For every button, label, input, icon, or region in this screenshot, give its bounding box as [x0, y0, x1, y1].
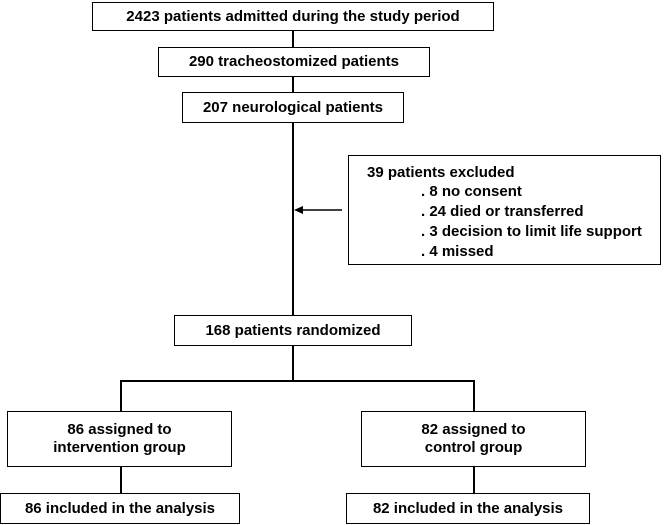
control-group-box: 82 assigned to control group	[361, 411, 586, 467]
neurological-text: 207 neurological patients	[202, 98, 384, 116]
neurological-box: 207 neurological patients	[182, 92, 404, 123]
intervention-analysis-box: 86 included in the analysis	[0, 493, 240, 524]
connector-split-horizontal	[120, 380, 474, 382]
excluded-item: . 4 missed	[421, 243, 494, 260]
connector-randomized-split	[292, 345, 294, 380]
excluded-box: 39 patients excluded . 8 no consent . 24…	[348, 155, 661, 265]
intervention-line2: intervention group	[53, 439, 186, 456]
tracheostomized-box: 290 tracheostomized patients	[158, 47, 430, 77]
connector-tracheo-neuro	[292, 76, 294, 93]
intervention-group-box: 86 assigned to intervention group	[7, 411, 232, 467]
admitted-text: 2423 patients admitted during the study …	[126, 7, 460, 25]
excluded-item: . 3 decision to limit life support	[421, 223, 642, 240]
control-line2: control group	[424, 439, 523, 456]
excluded-item: . 24 died or transferred	[421, 203, 584, 220]
connector-neuro-randomized	[292, 122, 294, 316]
connector-admitted-tracheo	[292, 30, 294, 48]
tracheostomized-text: 290 tracheostomized patients	[188, 53, 400, 70]
connector-split-left	[120, 380, 122, 412]
control-analysis-box: 82 included in the analysis	[346, 493, 590, 524]
connector-split-right	[473, 380, 475, 412]
intervention-line1: 86 assigned to	[67, 421, 172, 438]
excluded-item: . 8 no consent	[421, 183, 522, 200]
randomized-box: 168 patients randomized	[174, 315, 412, 346]
intervention-analysis-text: 86 included in the analysis	[24, 499, 216, 517]
excluded-title: 39 patients excluded	[367, 164, 515, 181]
admitted-box: 2423 patients admitted during the study …	[92, 2, 494, 31]
control-line1: 82 assigned to	[421, 421, 526, 438]
randomized-text: 168 patients randomized	[205, 321, 381, 339]
control-analysis-text: 82 included in the analysis	[372, 499, 564, 517]
connector-intervention-analysis	[120, 466, 122, 494]
connector-control-analysis	[473, 466, 475, 494]
